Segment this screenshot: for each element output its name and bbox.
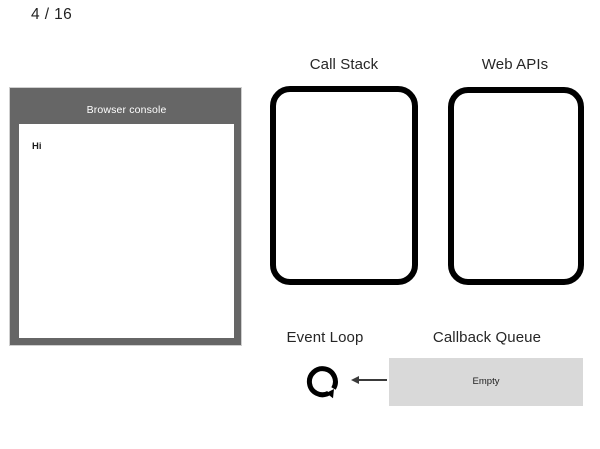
arrow-left-icon bbox=[350, 370, 388, 390]
console-log-line: Hi bbox=[32, 141, 42, 152]
circular-arrow-icon bbox=[303, 361, 345, 403]
callback-queue-status: Empty bbox=[472, 376, 500, 387]
call-stack-label: Call Stack bbox=[309, 56, 379, 73]
web-apis-label: Web APIs bbox=[481, 56, 549, 73]
page-indicator: 4 / 16 bbox=[31, 6, 73, 23]
event-loop-label: Event Loop bbox=[286, 329, 364, 346]
browser-console-output: Hi bbox=[19, 124, 234, 338]
callback-queue-label: Callback Queue bbox=[432, 329, 542, 346]
browser-console-title: Browser console bbox=[86, 104, 167, 116]
browser-console-panel: Browser console Hi bbox=[9, 87, 242, 346]
call-stack-box bbox=[270, 86, 418, 285]
web-apis-box bbox=[448, 87, 584, 285]
callback-queue-box: Empty bbox=[389, 358, 583, 406]
